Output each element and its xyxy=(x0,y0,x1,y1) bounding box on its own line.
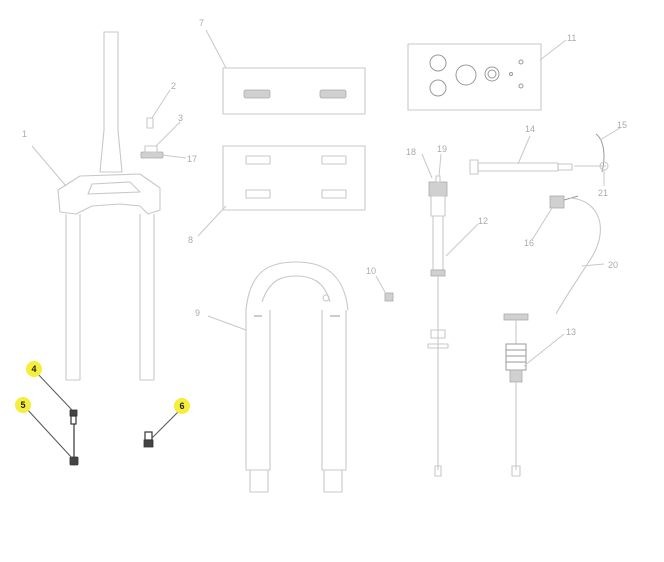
part-11-seal-kit xyxy=(407,43,542,111)
callout-14: 14 xyxy=(525,124,535,134)
callout-19: 19 xyxy=(437,144,447,154)
callout-15: 15 xyxy=(617,120,627,130)
callout-18: 18 xyxy=(406,147,416,157)
callout-10: 10 xyxy=(366,266,376,276)
callout-2: 2 xyxy=(171,81,176,91)
part-12-air-spring xyxy=(427,181,449,477)
part-7-decal-sheet xyxy=(222,67,366,115)
callout-5: 5 xyxy=(20,400,25,410)
callout-16: 16 xyxy=(524,238,534,248)
callout-3: 3 xyxy=(178,113,183,123)
callout-badge-5: 5 xyxy=(15,397,31,413)
part-14-axle xyxy=(469,159,573,175)
part-5-long-bolt xyxy=(69,424,79,466)
callout-20: 20 xyxy=(608,260,618,270)
callout-17: 17 xyxy=(187,154,197,164)
part-10-bolt xyxy=(384,292,394,302)
callout-11: 11 xyxy=(567,33,576,43)
callout-4: 4 xyxy=(31,364,36,374)
part-8-decal-sheet xyxy=(222,145,366,211)
callout-21: 21 xyxy=(598,188,608,198)
part-2-clip xyxy=(146,117,154,129)
leader-lines xyxy=(25,29,621,459)
callout-8: 8 xyxy=(188,235,193,245)
callout-labels: 1 2 3 17 7 8 9 10 11 12 13 14 15 16 18 1… xyxy=(22,18,627,337)
part-1-crown-steerer xyxy=(57,31,161,381)
callout-badge-4: 4 xyxy=(26,361,42,377)
part-3-top-cap xyxy=(140,145,164,159)
part-19-knob xyxy=(435,175,441,183)
callout-badge-6: 6 xyxy=(174,398,190,414)
callout-9: 9 xyxy=(195,308,200,318)
callout-12: 12 xyxy=(478,216,488,226)
callout-1: 1 xyxy=(22,129,27,139)
part-20-cable xyxy=(555,197,601,315)
part-15-axle-lever xyxy=(574,133,609,173)
part-13-damper xyxy=(503,313,529,477)
part-16-remote xyxy=(549,195,579,209)
callout-13: 13 xyxy=(566,327,576,337)
part-9-lower-legs xyxy=(245,261,349,493)
part-4-short-bolt xyxy=(69,409,78,425)
callout-6: 6 xyxy=(179,401,184,411)
part-6-bolt xyxy=(143,431,154,448)
callout-7: 7 xyxy=(199,18,204,28)
